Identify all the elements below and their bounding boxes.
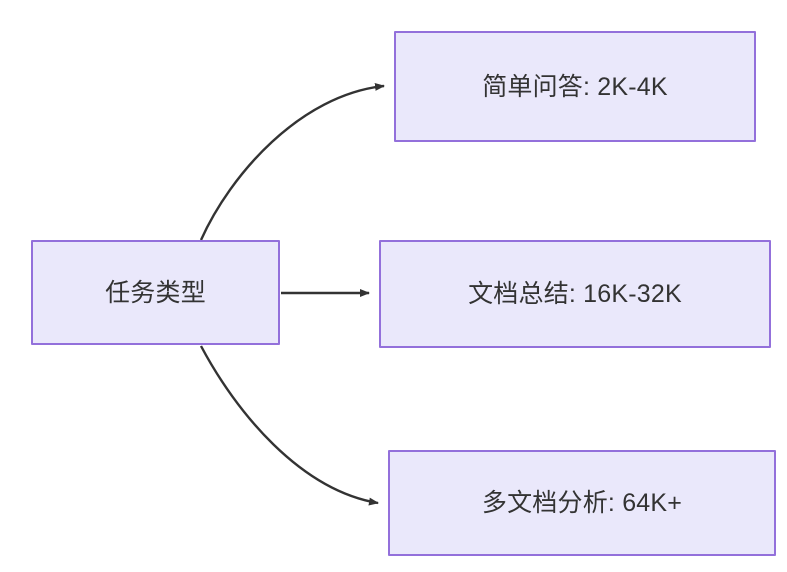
node-multi-document-analysis[interactable]: 多文档分析: 64K+ — [388, 450, 776, 556]
node-simple-qa-label: 简单问答: 2K-4K — [482, 72, 668, 101]
node-task-type[interactable]: 任务类型 — [31, 240, 280, 345]
edge-root-to-simple-qa — [199, 82, 385, 241]
node-document-summary-label: 文档总结: 16K-32K — [468, 280, 682, 308]
node-multi-document-analysis-label: 多文档分析: 64K+ — [481, 489, 683, 517]
node-task-type-label: 任务类型 — [105, 278, 206, 307]
node-document-summary[interactable]: 文档总结: 16K-32K — [379, 240, 771, 348]
edge-root-to-multi-doc — [199, 345, 379, 506]
node-simple-qa[interactable]: 简单问答: 2K-4K — [394, 31, 756, 142]
